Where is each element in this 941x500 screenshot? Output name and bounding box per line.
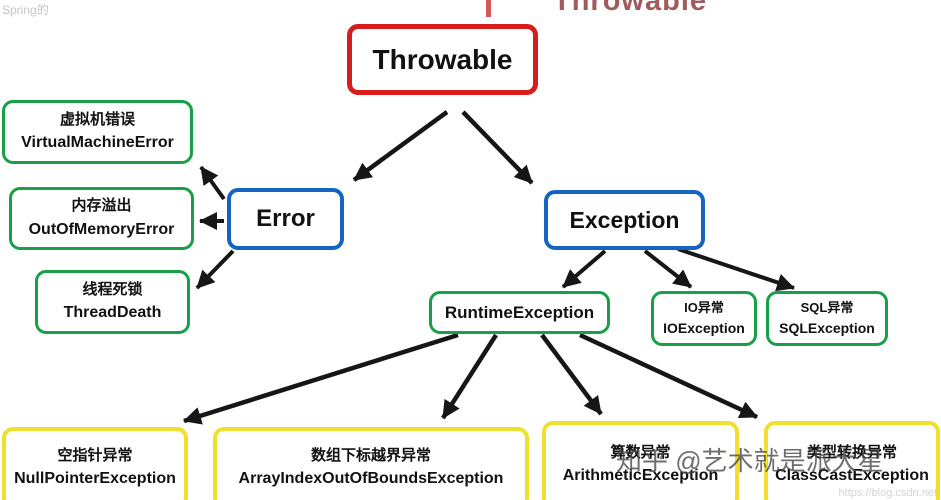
node-virtualmachineerror-zh: 虚拟机错误: [59, 110, 135, 128]
node-exception-label: Exception: [569, 206, 680, 233]
node-threaddeath-en: ThreadDeath: [63, 304, 162, 322]
node-virtualmachineerror: 虚拟机错误 VirtualMachineError: [2, 100, 193, 164]
node-outofmemoryerror: 内存溢出 OutOfMemoryError: [9, 187, 194, 250]
node-arrayindexoutofboundsexception-zh: 数组下标越界异常: [310, 446, 431, 464]
node-throwable-label: Throwable: [372, 43, 513, 75]
node-arithmeticexception-en: ArithmeticException: [562, 467, 719, 485]
node-arithmeticexception: 算数异常 ArithmeticException: [542, 421, 739, 500]
node-classcastexception-en: ClassCastException: [775, 467, 929, 485]
node-classcastexception: 类型转换异常 ClassCastException: [764, 421, 940, 500]
cropped-red-border-fragment: [486, 0, 491, 17]
node-error-label: Error: [256, 205, 315, 232]
node-threaddeath-zh: 线程死锁: [82, 280, 143, 298]
node-throwable: Throwable: [347, 24, 538, 95]
node-runtimeexception-label: RuntimeException: [444, 302, 595, 322]
node-arithmeticexception-zh: 算数异常: [610, 443, 671, 461]
node-ioexception-zh: IO异常: [684, 300, 724, 316]
node-ioexception-en: IOException: [663, 319, 745, 336]
watermark-csdn: https://blog.csdn.net: [838, 487, 937, 499]
node-threaddeath: 线程死锁 ThreadDeath: [35, 270, 190, 334]
node-outofmemoryerror-zh: 内存溢出: [71, 197, 132, 215]
node-nullpointerexception: 空指针异常 NullPointerException: [2, 427, 188, 500]
node-classcastexception-zh: 类型转换异常: [806, 443, 897, 461]
node-ioexception: IO异常 IOException: [651, 291, 757, 346]
cropped-duplicate-title: Throwable: [486, 0, 756, 17]
node-runtimeexception: RuntimeException: [429, 291, 610, 334]
node-exception: Exception: [544, 190, 705, 250]
node-sqlexception: SQL异常 SQLException: [766, 291, 888, 346]
node-arrayindexoutofboundsexception: 数组下标越界异常 ArrayIndexOutOfBoundsException: [213, 427, 529, 500]
watermark-zhihu: 知乎 @艺术就是派大星: [616, 446, 884, 476]
node-sqlexception-zh: SQL异常: [800, 300, 854, 316]
cropped-title-text: Throwable: [553, 0, 708, 17]
node-virtualmachineerror-en: VirtualMachineError: [21, 134, 174, 152]
watermark-top-left: Spring的: [2, 3, 49, 17]
node-arrayindexoutofboundsexception-en: ArrayIndexOutOfBoundsException: [238, 470, 504, 488]
node-nullpointerexception-zh: 空指针异常: [57, 446, 133, 464]
node-sqlexception-en: SQLException: [779, 319, 875, 336]
node-nullpointerexception-en: NullPointerException: [14, 470, 176, 488]
node-error: Error: [227, 188, 344, 250]
node-outofmemoryerror-en: OutOfMemoryError: [28, 220, 175, 238]
